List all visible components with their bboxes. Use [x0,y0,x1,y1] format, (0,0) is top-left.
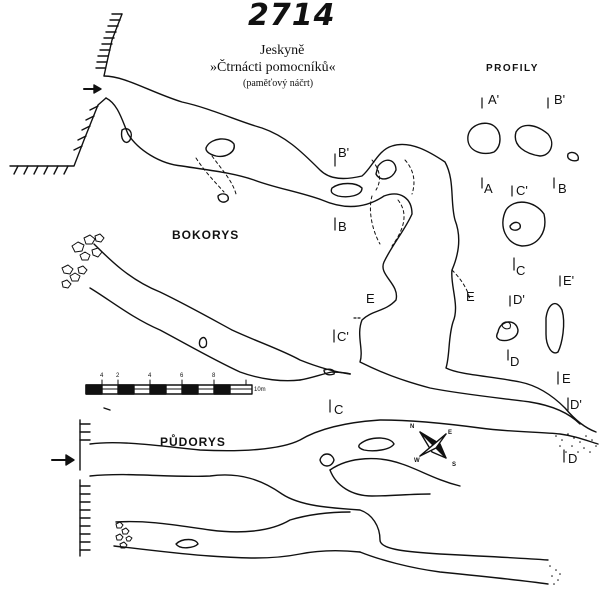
compass [419,431,447,459]
section-label-a-prime: A' [488,92,500,107]
entrance-arrow-elevation [83,84,102,94]
section-label-b-prime: B' [554,92,566,107]
elevation-lower-passage [89,243,351,382]
elevation-dashed-chimneys [195,155,471,301]
section-label-e: E [562,371,571,386]
section-label-c-prime: C' [516,183,528,198]
plan-label-d-prime: D' [570,397,582,412]
title-line-2: »Čtrnácti pomocníků« [210,60,336,75]
cave-number: 2714 [248,0,336,33]
compass-w: W [414,458,420,464]
elevation-label-e: E [366,291,375,306]
section-label-c: C [516,263,526,278]
plan-entrance-wall [79,419,91,557]
plan-passage-walls [89,419,599,585]
elevation-label-c-prime: C' [337,329,349,344]
section-ticks-profiles [481,97,569,463]
section-ticks-elevation [329,153,363,413]
plan-label-e: E [466,289,475,304]
section-label-e-prime: E' [563,273,575,288]
scale-tick-4: 8 [212,373,216,379]
elevation-heading: BOKORYS [172,228,240,242]
plan-label-d: D [568,451,578,466]
elevation-passage-roof [103,75,597,433]
elevation-label-c: C [334,402,344,417]
plan-sediment-dots [549,433,597,585]
scale-tick-1: 2 [116,373,120,379]
title-line-3: (paměťový náčrt) [243,78,314,89]
profiles-heading: PROFILY [486,63,539,74]
section-label-d-prime: D' [513,292,525,307]
section-label-a: A [484,181,493,196]
plan-heading: PŮDORYS [160,435,226,449]
scale-bar [85,379,253,411]
elevation-label-b-prime: B' [338,145,350,160]
section-label-d: D [510,354,520,369]
entrance-arrow-plan [51,454,75,466]
plan-stippled-boulders [115,521,133,549]
compass-e: E [448,430,453,436]
compass-n: N [410,424,415,430]
section-label-b: B [558,181,567,196]
compass-s: S [452,462,457,468]
profile-sections [467,122,580,354]
title-line-1: Jeskyně [260,43,305,58]
scale-tick-3: 6 [180,373,184,379]
scale-tick-2: 4 [148,373,152,379]
plan-pillars [175,437,395,549]
elevation-label-b: B [338,219,347,234]
surface-cliff-lower [9,97,107,175]
elevation-pillars [120,128,397,376]
scale-unit: 10m [254,387,266,393]
elevation-boulders [61,233,105,289]
surface-cliff-upper [95,13,123,77]
elevation-passage-floor [105,97,581,425]
scale-tick-0: 4 [100,373,104,379]
